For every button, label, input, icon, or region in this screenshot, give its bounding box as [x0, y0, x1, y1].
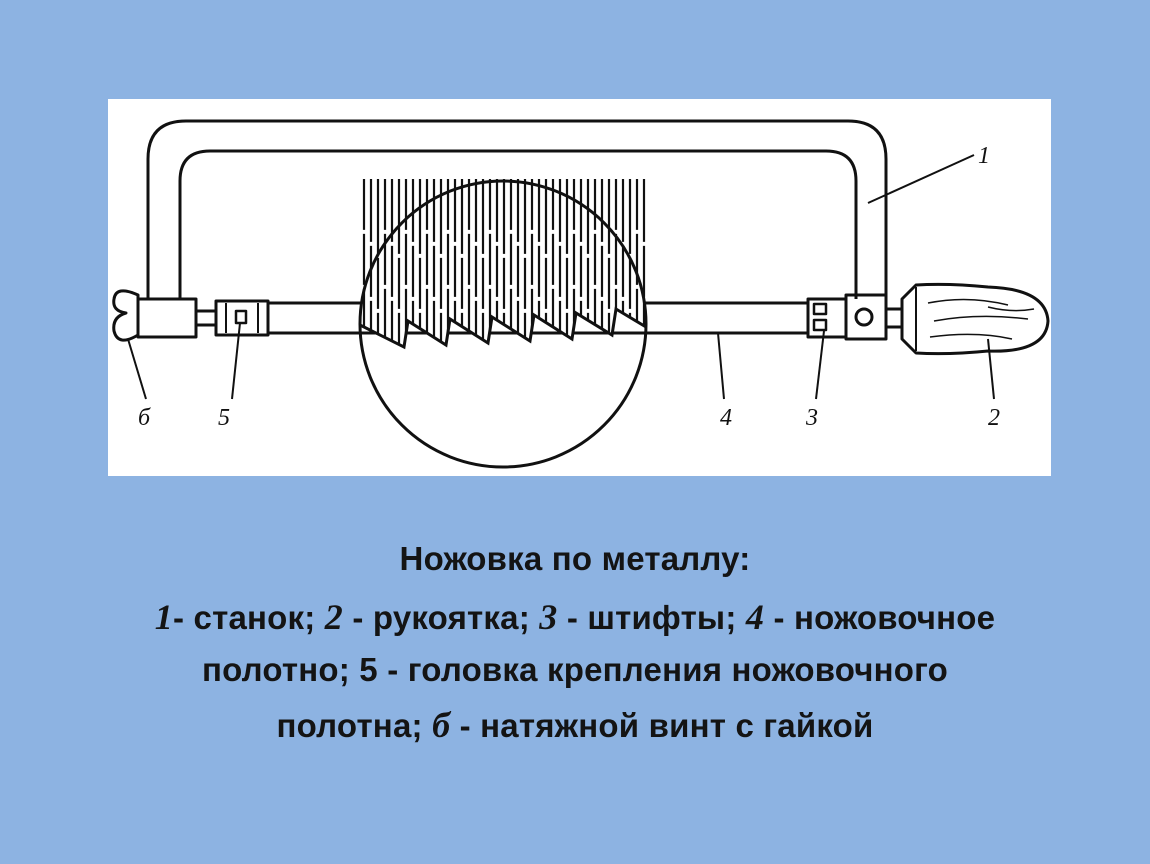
label-3: 3: [805, 405, 818, 431]
caption-text: - ножовочное: [764, 599, 996, 636]
frame-outer: [146, 119, 888, 299]
caption-num: 3: [539, 597, 558, 637]
left-block: [136, 297, 198, 339]
caption-text: - штифты;: [557, 599, 746, 636]
caption-line-1: 1- станок; 2 - рукоятка; 3 - штифты; 4 -…: [0, 596, 1150, 638]
caption-num: 4: [745, 597, 765, 637]
label-2: 2: [988, 405, 1000, 431]
label-6: б: [138, 405, 151, 431]
caption-num: б: [432, 705, 451, 745]
label-5: 5: [218, 405, 230, 431]
caption-title: Ножовка по металлу:: [399, 540, 751, 577]
hacksaw-drawing: 1 2 3 4 5 б: [112, 119, 1050, 469]
magnify-circle: [358, 179, 648, 469]
caption-num: 2: [324, 597, 343, 637]
handle: [900, 282, 1050, 356]
caption-num: 1: [154, 597, 173, 637]
left-head: [214, 299, 270, 337]
caption-text: - натяжной винт с гайкой: [450, 707, 874, 744]
frame-inner: [178, 149, 858, 299]
caption-text: - рукоятка;: [343, 599, 540, 636]
label-1: 1: [978, 143, 990, 169]
right-block: [844, 293, 888, 341]
caption-line-2: полотно; 5 - головка крепления ножовочно…: [201, 651, 949, 688]
label-4: 4: [720, 405, 732, 431]
wing-nut: [112, 289, 140, 342]
caption-line-3: полотна; б - натяжной винт с гайкой: [0, 704, 1150, 746]
teeth-edge: [359, 306, 647, 350]
caption-text: полотна;: [276, 707, 433, 744]
caption-text: - станок;: [173, 599, 325, 636]
hacksaw-diagram: 1 2 3 4 5 б: [108, 99, 1051, 476]
